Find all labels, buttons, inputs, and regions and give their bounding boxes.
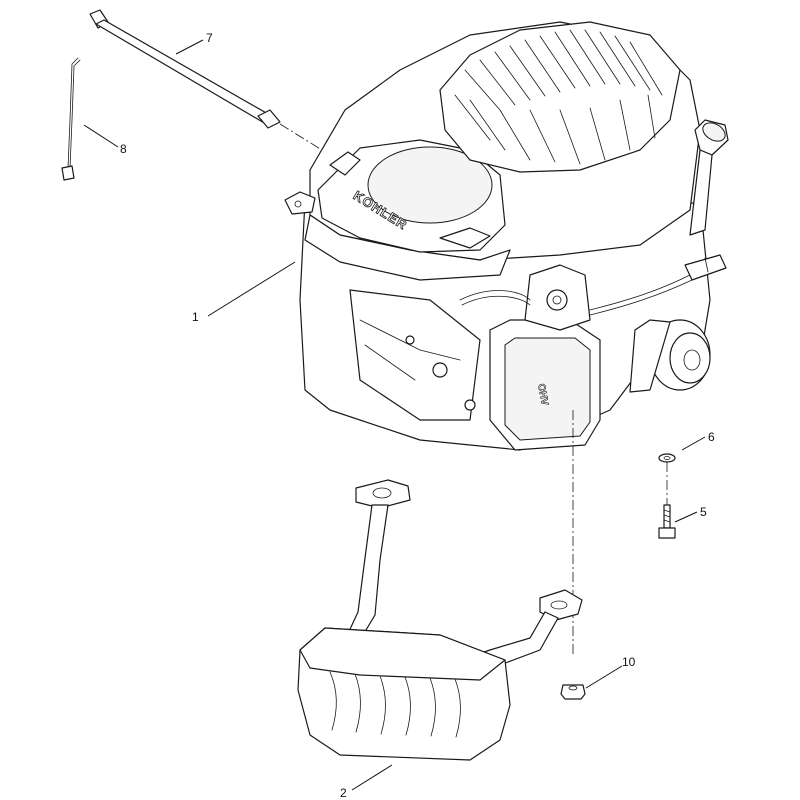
callout-6: 6	[708, 430, 715, 444]
dipstick	[61, 57, 81, 181]
grille-slots	[454, 29, 663, 165]
bolt	[658, 504, 676, 539]
washer	[658, 453, 676, 505]
muffler	[297, 479, 583, 761]
callout-5: 5	[700, 505, 707, 519]
callout-1: 1	[192, 310, 199, 324]
leader-1	[207, 261, 296, 317]
valve-cover-logo: OHV	[535, 383, 550, 407]
callout-labels: 1 2 5 6 7 8 10	[120, 31, 715, 800]
leader-7	[175, 39, 204, 55]
muffler-ribs	[329, 671, 461, 738]
leader-lines	[83, 39, 706, 791]
leader-10	[585, 665, 623, 689]
callout-8: 8	[120, 142, 127, 156]
callout-7: 7	[206, 31, 213, 45]
leader-6	[681, 436, 706, 451]
dipstick-tube	[89, 9, 331, 156]
leader-2	[351, 764, 393, 791]
nut	[560, 684, 586, 700]
engine: OHV KOHLER	[284, 21, 729, 655]
callout-10: 10	[622, 655, 636, 669]
callout-2: 2	[340, 786, 347, 800]
leader-8	[83, 124, 119, 148]
leader-5	[674, 511, 698, 523]
